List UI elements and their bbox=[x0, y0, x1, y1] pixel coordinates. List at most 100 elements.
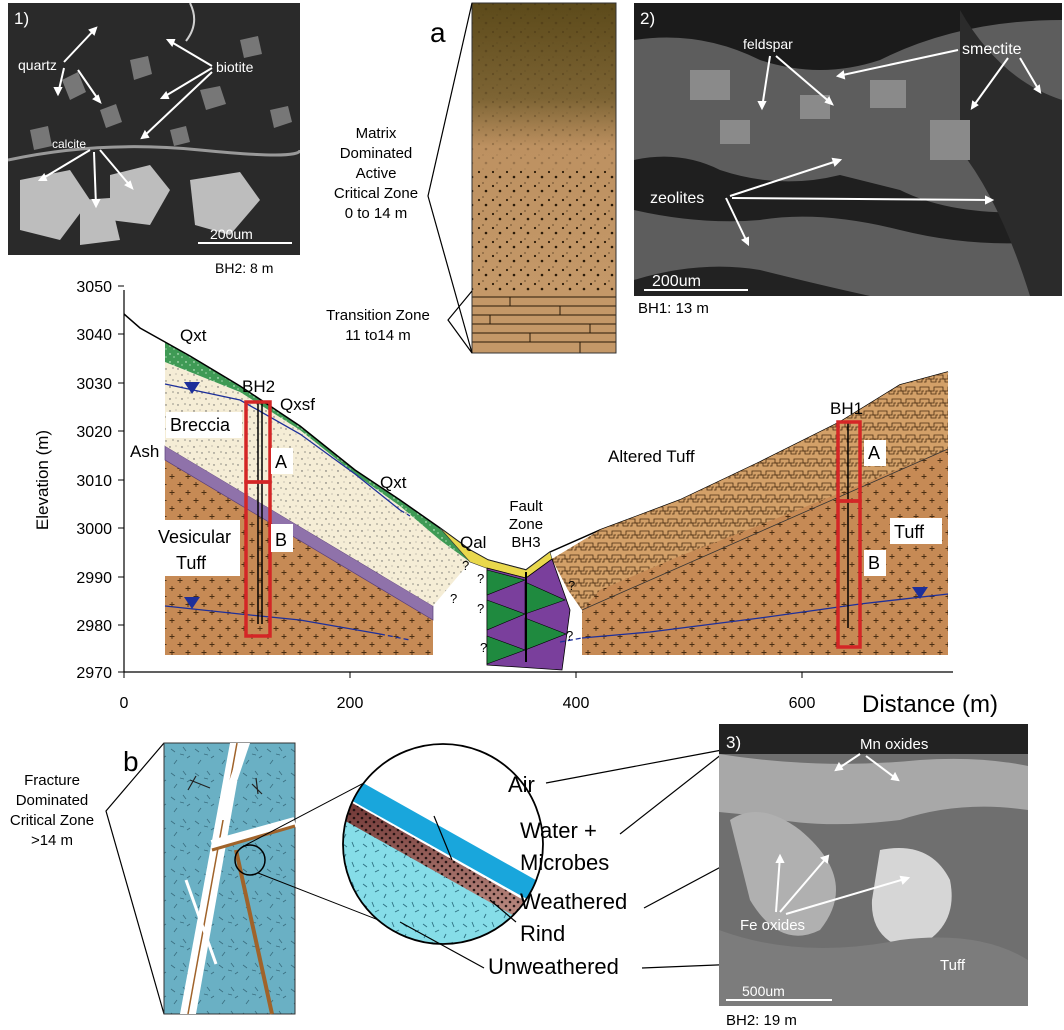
borehole-bh2 bbox=[244, 400, 272, 638]
fractures bbox=[180, 742, 297, 1015]
label-unweathered: Unweathered bbox=[488, 954, 619, 979]
label-rind: Rind bbox=[520, 921, 565, 946]
x-tick-labels: 0 200 400 600 bbox=[120, 695, 816, 712]
label-bh1: BH1 bbox=[830, 399, 863, 418]
label-weathered: Weathered bbox=[520, 889, 627, 914]
micrograph-2: 2) feldspar smectite zeolites 200um BH1:… bbox=[634, 3, 1062, 317]
micrograph-3-arrows bbox=[775, 753, 911, 915]
svg-text:3030: 3030 bbox=[76, 376, 112, 393]
micrograph-3: 3) Mn oxides Fe oxides Tuff 500um BH2: 1… bbox=[719, 724, 1028, 1029]
micrograph-3-caption: BH2: 19 m bbox=[726, 1012, 797, 1029]
label-biotite: biotite bbox=[216, 59, 254, 75]
label-tuff-right: Tuff bbox=[894, 522, 925, 542]
water-table-markers bbox=[184, 382, 928, 609]
panel-b-labels: Air Water + Microbes Weathered Rind Unwe… bbox=[488, 772, 627, 979]
scale-label-1: 200um bbox=[210, 226, 253, 242]
micrograph-1-arrows bbox=[37, 26, 213, 209]
label-bh2-b: B bbox=[275, 530, 287, 550]
label-quartz: quartz bbox=[18, 57, 57, 73]
label-microbes: Microbes bbox=[520, 850, 609, 875]
micrograph-2-caption: BH1: 13 m bbox=[638, 300, 709, 317]
label-air: Air bbox=[508, 772, 535, 797]
label-bh1-b: B bbox=[868, 553, 880, 573]
label-bh1-a: A bbox=[868, 443, 880, 463]
svg-text:Matrix: Matrix bbox=[356, 125, 397, 142]
label-tuff-micro: Tuff bbox=[940, 957, 966, 974]
svg-text:2990: 2990 bbox=[76, 570, 112, 587]
svg-text:?: ? bbox=[450, 591, 457, 606]
label-ash: Ash bbox=[130, 442, 159, 461]
svg-text:?: ? bbox=[480, 640, 487, 655]
svg-text:?: ? bbox=[568, 578, 575, 593]
label-qal: Qal bbox=[460, 533, 486, 552]
svg-text:Transition Zone: Transition Zone bbox=[326, 307, 430, 324]
label-mn-oxides: Mn oxides bbox=[860, 736, 928, 753]
svg-text:600: 600 bbox=[789, 695, 816, 712]
svg-text:Zone: Zone bbox=[509, 516, 543, 533]
micrograph-2-arrows bbox=[725, 49, 1042, 247]
label-bh2: BH2 bbox=[242, 377, 275, 396]
svg-text:400: 400 bbox=[563, 695, 590, 712]
label-qxt-slope: Qxt bbox=[380, 473, 407, 492]
matrix-zone-label: Matrix Dominated Active Critical Zone 0 … bbox=[334, 125, 418, 222]
micrograph-1-number: 1) bbox=[14, 9, 29, 28]
qal-unit bbox=[439, 527, 553, 579]
label-breccia: Breccia bbox=[170, 415, 231, 435]
transition-zone-label: Transition Zone 11 to14 m bbox=[326, 307, 430, 344]
svg-text:0 to 14 m: 0 to 14 m bbox=[345, 205, 408, 222]
scale-label-2: 200um bbox=[652, 273, 701, 290]
altered-tuff-unit bbox=[552, 372, 948, 610]
label-feldspar: feldspar bbox=[743, 36, 793, 52]
svg-text:?: ? bbox=[477, 601, 484, 616]
svg-text:3040: 3040 bbox=[76, 327, 112, 344]
svg-text:3010: 3010 bbox=[76, 473, 112, 490]
label-vesicular: Vesicular bbox=[158, 527, 231, 547]
label-smectite: smectite bbox=[962, 41, 1022, 58]
unit-labels: Qxt Qxsf Qxt Altered Tuff Qal bbox=[180, 326, 695, 552]
fault-zone bbox=[486, 558, 571, 671]
micrograph-2-number: 2) bbox=[640, 9, 655, 28]
svg-text:2980: 2980 bbox=[76, 618, 112, 635]
svg-text:2970: 2970 bbox=[76, 665, 112, 682]
panel-a-letter: a bbox=[430, 17, 446, 48]
ash-unit bbox=[164, 445, 434, 621]
svg-text:3050: 3050 bbox=[76, 279, 112, 296]
svg-text:3020: 3020 bbox=[76, 424, 112, 441]
panel-b: b Fracture Dominated Critical Zone >14 m bbox=[10, 742, 793, 1015]
label-fault-zone: Fault Zone BH3 bbox=[509, 498, 544, 551]
borehole-bh1 bbox=[836, 420, 862, 649]
svg-text:200: 200 bbox=[337, 695, 364, 712]
label-fe-oxides: Fe oxides bbox=[740, 917, 805, 934]
micrograph-1-caption: BH2: 8 m bbox=[215, 260, 273, 276]
panel-b-letter: b bbox=[123, 746, 139, 777]
micrograph-1: 1) quartz biotite calcite 200um BH2: 8 m bbox=[8, 3, 300, 276]
svg-text:Critical Zone: Critical Zone bbox=[10, 812, 94, 829]
y-axis-title: Elevation (m) bbox=[33, 430, 52, 530]
svg-text:Critical Zone: Critical Zone bbox=[334, 185, 418, 202]
label-bh2-a: A bbox=[275, 452, 287, 472]
label-calcite: calcite bbox=[52, 137, 86, 151]
svg-text:?: ? bbox=[566, 628, 573, 643]
label-zeolites: zeolites bbox=[650, 190, 704, 207]
qxt-colluvium bbox=[165, 342, 470, 562]
micrograph-3-number: 3) bbox=[726, 733, 741, 752]
fracture-zone-label: Fracture Dominated Critical Zone >14 m bbox=[10, 772, 94, 849]
svg-text:?: ? bbox=[477, 571, 484, 586]
zoom-indicator bbox=[234, 844, 266, 876]
svg-text:11 to14 m: 11 to14 m bbox=[345, 327, 411, 344]
label-vesicular-tuff: Tuff bbox=[176, 553, 207, 573]
svg-text:3000: 3000 bbox=[76, 521, 112, 538]
svg-text:>14 m: >14 m bbox=[31, 832, 73, 849]
svg-text:0: 0 bbox=[120, 695, 129, 712]
svg-text:BH3: BH3 bbox=[511, 534, 540, 551]
label-qxsf: Qxsf bbox=[280, 395, 315, 414]
label-water: Water + bbox=[520, 818, 597, 843]
y-tick-labels: 3050 3040 3030 3020 3010 3000 2990 2980 … bbox=[76, 279, 112, 682]
cross-section: 3050 3040 3030 3020 3010 3000 2990 2980 … bbox=[33, 279, 998, 718]
transition-zone-column bbox=[472, 291, 616, 353]
svg-text:Dominated: Dominated bbox=[340, 145, 413, 162]
scale-label-3: 500um bbox=[742, 983, 785, 999]
svg-text:?: ? bbox=[462, 558, 469, 573]
svg-text:Fault: Fault bbox=[509, 498, 543, 515]
